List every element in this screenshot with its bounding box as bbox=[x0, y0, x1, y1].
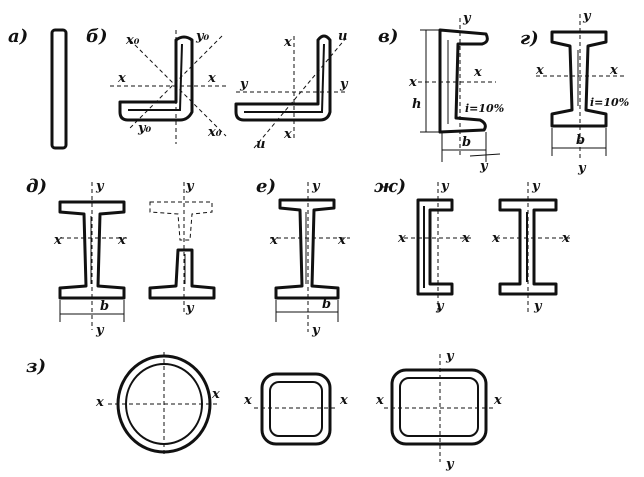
axis-x0-line bbox=[129, 39, 227, 137]
rect-tube-x-label-right: x bbox=[493, 393, 502, 408]
width-label: b bbox=[462, 135, 471, 150]
axis-y-label-left: y bbox=[239, 77, 249, 92]
figure-g-i-beam: г) x x y y b i=10% bbox=[520, 9, 629, 176]
axis-y0-line bbox=[129, 35, 223, 129]
bent-channel-shape bbox=[416, 198, 454, 296]
i-beam-width-label: b bbox=[576, 133, 585, 148]
bent-channel-x-label-right: x bbox=[461, 231, 470, 246]
welded-beam-y-label-top: y bbox=[311, 179, 321, 194]
label-z: з) bbox=[26, 356, 46, 377]
axis-x-label-top: x bbox=[283, 35, 292, 50]
axis-u-line bbox=[253, 37, 347, 149]
tee-removed-flange-dashed bbox=[149, 201, 213, 241]
axis-y-label-right: y bbox=[339, 77, 349, 92]
flat-strip-shape bbox=[50, 28, 68, 150]
axis-u-label-bottom: u bbox=[256, 137, 265, 152]
tee-shape bbox=[148, 248, 216, 300]
round-tube-x-label-left: x bbox=[95, 395, 104, 410]
label-zh: ж) bbox=[374, 176, 406, 197]
label-g: г) bbox=[520, 28, 539, 49]
figure-v-channel: в) x x y y h b i=10% bbox=[378, 11, 504, 174]
square-tube-x-label-left: x bbox=[243, 393, 252, 408]
equal-angle-inner bbox=[128, 43, 183, 111]
wide-flange-x-label-left: x bbox=[53, 233, 62, 248]
bent-i-x-label-right: x bbox=[561, 231, 570, 246]
rect-tube-y-label-top: y bbox=[445, 349, 455, 364]
axis-x0-label-bottom: x₀ bbox=[207, 125, 222, 140]
i-beam-y-label-top: y bbox=[582, 9, 592, 24]
equal-angle-shape bbox=[118, 35, 194, 122]
unequal-angle-shape bbox=[234, 34, 332, 122]
channel-x-label-left: x bbox=[408, 75, 417, 90]
axis-x-label-left: x bbox=[117, 71, 126, 86]
figure-zh-bent-i: x x y y bbox=[491, 179, 572, 314]
axis-y0-label-top: y₀ bbox=[195, 29, 210, 44]
rect-tube-x-label-left: x bbox=[375, 393, 384, 408]
welded-beam-x-label-left: x bbox=[269, 233, 278, 248]
axis-x-label-bottom: x bbox=[283, 127, 292, 142]
i-beam-x-label-right: x bbox=[609, 63, 618, 78]
bent-i-y-label-top: y bbox=[531, 179, 541, 194]
unequal-angle-inner bbox=[244, 43, 325, 113]
figure-zh-bent-channel: ж) x x y y bbox=[374, 176, 472, 314]
round-tube: x x bbox=[95, 352, 220, 456]
wide-flange-y-label-top: y bbox=[95, 179, 105, 194]
figure-e-welded-beam: е) x x y y b bbox=[256, 176, 350, 338]
wide-flange-y-label-bottom: y bbox=[95, 323, 105, 338]
bent-channel-x-label-left: x bbox=[397, 231, 406, 246]
bent-channel-y-label-top: y bbox=[440, 179, 450, 194]
i-beam-x-label-left: x bbox=[535, 63, 544, 78]
label-v: в) bbox=[378, 26, 398, 47]
label-d: д) bbox=[26, 176, 47, 197]
axis-y0-label-bottom: y₀ bbox=[137, 121, 152, 136]
figure-z-hollow-sections: з) x x x x x x y y bbox=[26, 349, 502, 472]
square-tube-outer bbox=[260, 372, 332, 446]
figure-a-flat-strip: а) bbox=[8, 26, 68, 150]
slope-label-channel: i=10% bbox=[465, 102, 504, 115]
figure-d-tee: y y bbox=[148, 179, 216, 316]
rect-tube-outer bbox=[390, 368, 488, 446]
height-label: h bbox=[412, 97, 421, 112]
wide-flange-width-label: b bbox=[100, 299, 109, 314]
channel-x-label-right: x bbox=[473, 65, 482, 80]
channel-shape bbox=[438, 28, 489, 134]
square-tube-x-label-right: x bbox=[339, 393, 348, 408]
wide-flange-shape bbox=[58, 200, 126, 300]
i-beam-shape bbox=[550, 30, 608, 128]
figure-b-equal-angle: б) x x x₀ x₀ y₀ y₀ bbox=[86, 26, 227, 144]
axis-u-label-top: u bbox=[338, 29, 347, 44]
welded-beam-width-label: b bbox=[322, 297, 331, 312]
slope-label-i-beam: i=10% bbox=[590, 96, 629, 109]
welded-beam-y-label-bottom: y bbox=[311, 323, 321, 338]
rect-tube-inner bbox=[399, 377, 479, 437]
channel-y-label-bottom: y bbox=[479, 159, 489, 174]
bent-channel-y-label-bottom: y bbox=[435, 299, 445, 314]
channel-y-label-top: y bbox=[462, 11, 472, 26]
axis-x0-label-top: x₀ bbox=[125, 33, 140, 48]
channel-y-leader bbox=[469, 153, 501, 157]
label-e: е) bbox=[256, 176, 276, 197]
label-a: а) bbox=[8, 26, 28, 47]
rect-tube-y-label-bottom: y bbox=[445, 457, 455, 472]
bent-i-x-label-left: x bbox=[491, 231, 500, 246]
axis-x-label-right: x bbox=[207, 71, 216, 86]
square-tube-inner bbox=[269, 381, 323, 437]
i-beam-y-label-bottom: y bbox=[577, 161, 587, 176]
round-tube-x-label-right: x bbox=[211, 387, 220, 402]
figure-d-wide-flange: д) x x y y b bbox=[26, 176, 130, 338]
bent-i-y-label-bottom: y bbox=[533, 299, 543, 314]
welded-beam-shape bbox=[274, 198, 340, 300]
rect-tube: x x y y bbox=[375, 349, 502, 472]
figure-b-unequal-angle: x x y y u u bbox=[234, 29, 349, 152]
tee-y-label-bottom: y bbox=[185, 301, 195, 316]
square-tube: x x bbox=[243, 372, 348, 446]
label-b: б) bbox=[86, 26, 108, 47]
tee-y-label-top: y bbox=[185, 179, 195, 194]
wide-flange-x-label-right: x bbox=[117, 233, 126, 248]
welded-beam-x-label-right: x bbox=[337, 233, 346, 248]
